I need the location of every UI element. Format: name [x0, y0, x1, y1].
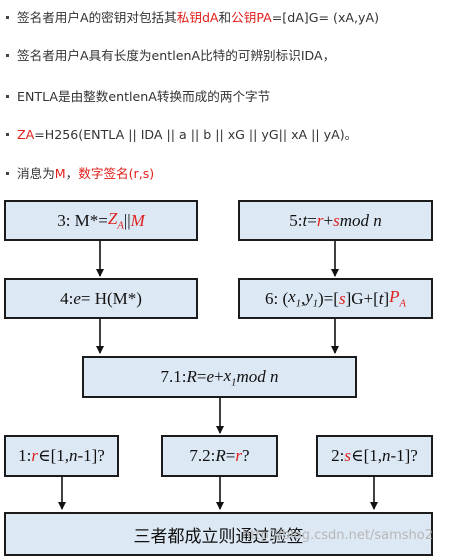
step71-mod: mod n	[236, 367, 279, 386]
step71-eq: =	[196, 367, 207, 386]
check-r-text: 1:	[18, 446, 32, 465]
step6-x1: x1	[288, 287, 301, 310]
step72-R: R	[215, 446, 226, 465]
check-s-text: 2:	[331, 446, 345, 465]
bullet-entla: ENTLA是由整数entlenA转换而成的两个字节	[6, 87, 270, 107]
step4-e: e	[73, 288, 81, 308]
step3-text: 3: M*=	[57, 210, 108, 230]
step3-concat: ||	[123, 210, 131, 230]
step72-q: ?	[242, 446, 250, 465]
step5-eq: =	[307, 210, 317, 230]
bullet-marker	[6, 16, 9, 19]
step6-bracket: ]	[383, 288, 390, 308]
step72-r: r	[235, 446, 243, 465]
step72-box: 7.2: R=r?	[161, 435, 278, 477]
check-s-box: 2:s∈[1,n-1]?	[316, 435, 433, 477]
step5-plus: +	[323, 210, 334, 230]
step6-g: ]G+[	[345, 288, 379, 308]
step6-comma: ,	[300, 288, 306, 308]
step5-text: 5:	[289, 210, 303, 230]
step72-eq: =	[225, 446, 236, 465]
step71-box: 7.1:R=e+x1 mod n	[82, 356, 357, 398]
step4-hash: = H(M*)	[80, 288, 142, 308]
bullet-text: 数字签名(r,s)	[78, 166, 155, 181]
step71-R: R	[186, 367, 197, 386]
bullet-text: =[dA]G= (xA,yA)	[271, 10, 380, 25]
final-box: 三者都成立则通过验签	[4, 512, 433, 556]
bullet-text: 私钥dA	[176, 10, 219, 25]
step6-text: 6: (	[265, 288, 289, 308]
bullet-marker	[6, 95, 9, 98]
step5-box: 5: t = r+s mod n	[238, 200, 433, 241]
bullet-text: M	[54, 166, 66, 181]
step71-plus: +	[214, 367, 224, 386]
bullet-text: ，	[65, 166, 79, 181]
bullet-identity: 签名者用户A具有长度为entlenA比特的可辨别标识IDA，	[6, 46, 335, 66]
step6-y1: y1	[305, 287, 319, 310]
step5-s: s	[333, 210, 340, 230]
check-r-box: 1:r∈[1,n-1]?	[4, 435, 119, 477]
check-r-range: ∈[1,	[37, 446, 69, 465]
step71-x1: x1	[223, 365, 237, 389]
step5-mod: mod n	[339, 210, 382, 230]
watermark: http://blog.csdn.net/samsho2	[242, 528, 433, 543]
step5-t: t	[302, 210, 308, 230]
bullet-key-pair: 签名者用户A的密钥对包括其私钥dA和公钥PA=[dA]G= (xA,yA)	[6, 8, 379, 28]
bullet-text: ZA	[17, 127, 35, 142]
step3-m: M	[130, 210, 145, 230]
step3-box: 3: M*=ZA||M	[4, 200, 198, 241]
bullet-text: 公钥PA	[231, 10, 272, 25]
step71-text: 7.1:	[160, 367, 187, 386]
step5-r: r	[316, 210, 324, 230]
bullet-marker	[6, 54, 9, 57]
step6-box: 6: (x1,y1)=[s]G+[t]PA	[238, 278, 433, 319]
step71-e: e	[206, 367, 215, 386]
check-s-end: -1]?	[390, 446, 418, 465]
bullet-za: ZA=H256(ENTLA || IDA || a || b || xG || …	[6, 125, 357, 145]
bullet-text: =H256(ENTLA || IDA || a || b || xG || yG…	[34, 127, 358, 142]
bullet-text: 签名者用户A具有长度为entlenA比特的可辨别标识IDA，	[17, 48, 336, 63]
check-s-s: s	[344, 446, 351, 465]
step4-box: 4: e = H(M*)	[4, 278, 198, 319]
step4-text: 4:	[60, 288, 74, 308]
check-r-r: r	[31, 446, 38, 465]
check-r-n: n	[68, 446, 78, 465]
bullet-text: 和	[218, 10, 232, 25]
step6-pa: PA	[389, 287, 406, 310]
step6-eq: )=[	[318, 288, 339, 308]
check-s-range: ∈[1,	[350, 446, 382, 465]
bullet-text: 消息为	[17, 166, 55, 181]
step3-za: ZA	[107, 209, 124, 232]
bullet-message: 消息为M，数字签名(r,s)	[6, 164, 154, 184]
bullet-text: ENTLA是由整数entlenA转换而成的两个字节	[17, 89, 271, 104]
step6-s: s	[338, 288, 346, 308]
final-text: 三者都成立则通过验签	[133, 526, 304, 547]
bullet-marker	[6, 172, 9, 175]
bullet-text: 签名者用户A的密钥对包括其	[17, 10, 177, 25]
step72-text: 7.2:	[189, 446, 216, 465]
step6-t: t	[378, 288, 384, 308]
bullet-marker	[6, 133, 9, 136]
check-s-n: n	[381, 446, 391, 465]
check-r-end: -1]?	[77, 446, 105, 465]
